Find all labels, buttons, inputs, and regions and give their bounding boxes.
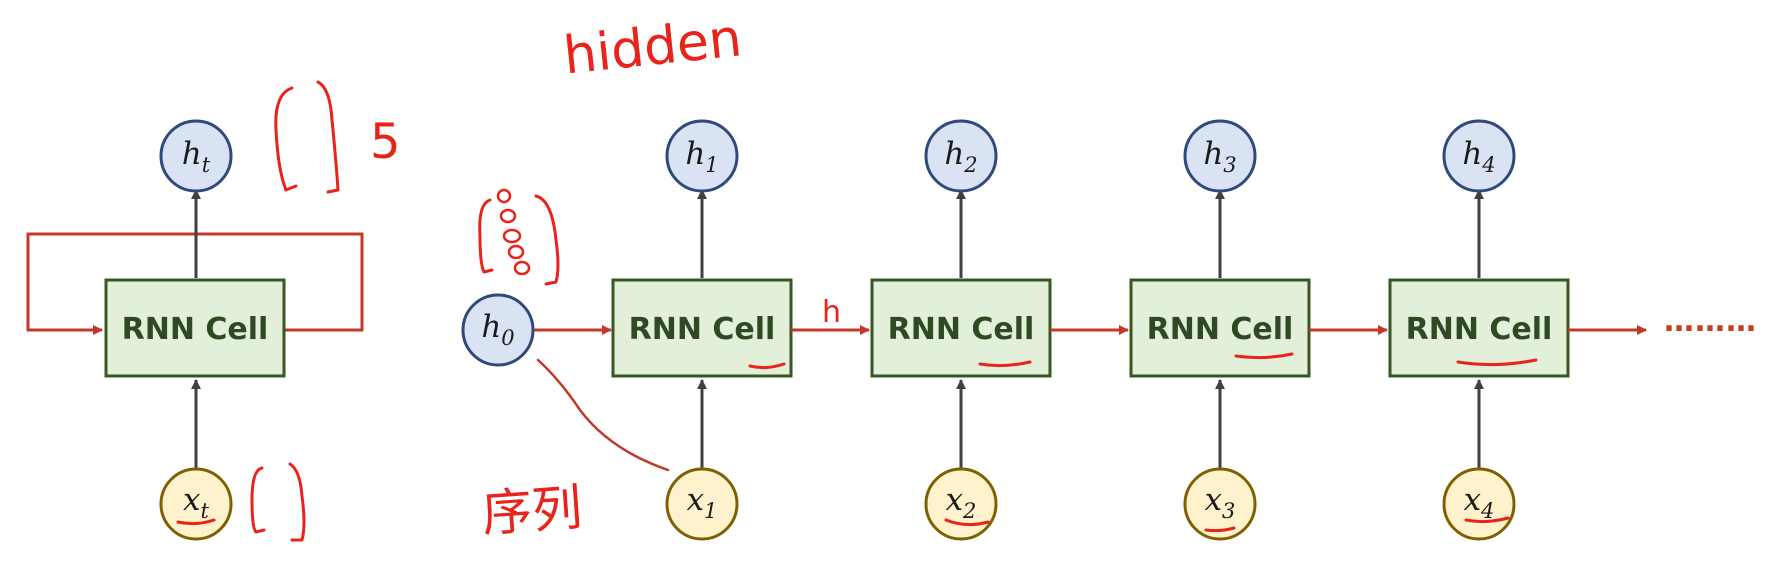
- hidden-output-subscript: 1: [705, 153, 718, 177]
- rnn-cell-label: RNN Cell: [629, 312, 776, 347]
- continuation-dots: ………: [1664, 304, 1757, 339]
- hidden-output-node: [1442, 119, 1516, 193]
- hidden-output-symbol: h: [1203, 136, 1223, 172]
- annotation-step-h: h: [822, 295, 841, 330]
- svg-text:h4: h4: [1462, 136, 1495, 177]
- input-symbol: x: [946, 482, 964, 518]
- annotation-zeros-bracket-left: [478, 198, 494, 274]
- svg-text:ht: ht: [182, 136, 211, 177]
- annotation-connector: [536, 358, 670, 472]
- folded-rnn-cell-label: RNN Cell: [122, 312, 269, 347]
- rnn-cell: [611, 278, 793, 378]
- annotation-zeros-bracket-right: [534, 194, 560, 286]
- annotation-zeros: [496, 188, 531, 276]
- annotation-bracket-right: [316, 80, 340, 194]
- svg-text:x1: x1: [687, 482, 718, 523]
- folded-rnn-cell: [104, 278, 286, 378]
- annotation-input-bracket-right: [288, 462, 306, 542]
- unrolled-step: RNN Cell h2 x2: [870, 119, 1129, 541]
- initial-hidden-subscript: 0: [501, 326, 514, 350]
- svg-text:h2: h2: [944, 136, 977, 177]
- unrolled-step: RNN Cell h3 x3: [1129, 119, 1388, 541]
- input-subscript: 1: [704, 499, 717, 523]
- hidden-output-node: [924, 119, 998, 193]
- hidden-output-subscript: 2: [963, 153, 977, 177]
- annotation-bracket-left: [274, 86, 298, 192]
- svg-text:h1: h1: [685, 136, 718, 177]
- hidden-output-symbol: h: [685, 136, 705, 172]
- underline-x-3: [1204, 526, 1236, 533]
- hidden-output-node: [665, 119, 739, 193]
- folded-output-subscript: t: [202, 153, 211, 177]
- unrolled-step: RNN Cell h1 x1: [611, 119, 870, 541]
- underline-x-4: [1464, 516, 1510, 524]
- hidden-output-node: [1183, 119, 1257, 193]
- input-node: [924, 467, 998, 541]
- underline-cell-3: [1234, 352, 1294, 360]
- unrolled-step: RNN Cell h4 x4: [1388, 119, 1647, 541]
- rnn-cell-label: RNN Cell: [1147, 312, 1294, 347]
- initial-hidden-node: [461, 293, 535, 367]
- underline-x-2: [944, 518, 990, 527]
- annotation-input-bracket-left: [250, 466, 266, 534]
- input-symbol: x: [1205, 482, 1223, 518]
- underline-cell-4: [1456, 358, 1538, 367]
- underline-cell-1: [748, 362, 786, 370]
- handwritten-annotations: hidden 5 h 序列: [176, 8, 1538, 543]
- input-subscript: 4: [1480, 499, 1494, 523]
- folded-rnn: RNN Cell ht xt: [26, 119, 364, 541]
- svg-text:x3: x3: [1205, 482, 1236, 523]
- folded-input-subscript: t: [201, 499, 210, 523]
- svg-text:x2: x2: [946, 482, 977, 523]
- hidden-output-subscript: 4: [1481, 153, 1495, 177]
- annotation-hidden: hidden: [561, 8, 745, 86]
- input-symbol: x: [1464, 482, 1482, 518]
- folded-output-node: [159, 119, 233, 193]
- input-node: [1183, 467, 1257, 541]
- input-subscript: 2: [962, 499, 976, 523]
- rnn-cell-label: RNN Cell: [1406, 312, 1553, 347]
- rnn-cell: [870, 278, 1052, 378]
- svg-text:x4: x4: [1464, 482, 1495, 523]
- input-symbol: x: [687, 482, 705, 518]
- underline-x-t: [176, 518, 216, 526]
- underline-cell-2: [978, 360, 1032, 368]
- hidden-output-symbol: h: [1462, 136, 1482, 172]
- folded-input-symbol: x: [183, 482, 201, 518]
- svg-text:xt: xt: [183, 482, 209, 523]
- annotation-sequence: 序列: [480, 478, 584, 543]
- initial-hidden-symbol: h: [481, 309, 501, 345]
- folded-output-symbol: h: [182, 136, 202, 172]
- hidden-output-symbol: h: [944, 136, 964, 172]
- svg-text:h3: h3: [1203, 136, 1236, 177]
- annotation-five: 5: [370, 114, 401, 170]
- input-node: [665, 467, 739, 541]
- unrolled-rnn: h0 RNN Cell h1 x1 RNN Cell h2 x2: [461, 119, 1757, 541]
- rnn-cell-label: RNN Cell: [888, 312, 1035, 347]
- rnn-cell: [1388, 278, 1570, 378]
- hidden-output-subscript: 3: [1223, 153, 1236, 177]
- svg-text:h0: h0: [481, 309, 514, 350]
- input-subscript: 3: [1222, 499, 1235, 523]
- rnn-cell: [1129, 278, 1311, 378]
